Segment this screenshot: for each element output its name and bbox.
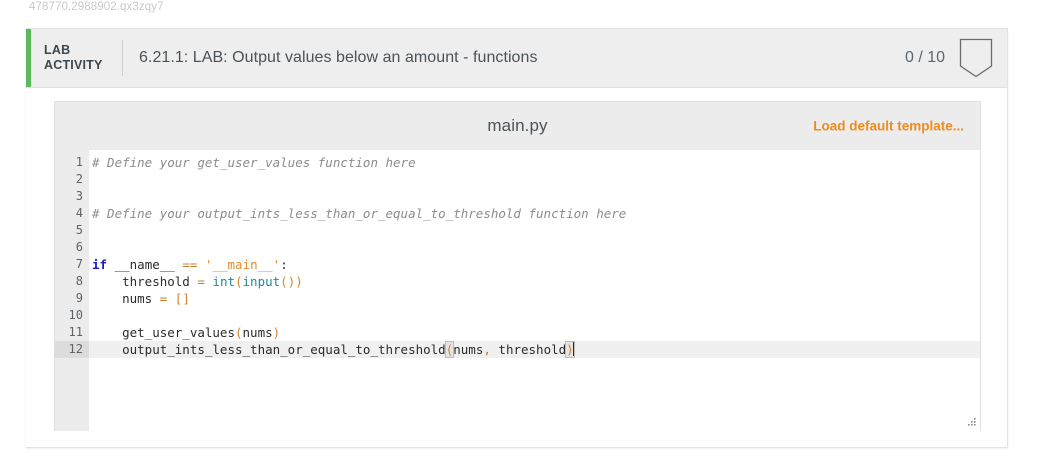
code-token: nums	[453, 342, 484, 357]
code-line-7[interactable]: if __name__ == '__main__':	[89, 256, 980, 273]
file-name-label: main.py	[487, 116, 548, 135]
code-token: )	[565, 341, 575, 358]
line-number-2: 2	[75, 172, 83, 186]
score-label: 0 / 10	[904, 49, 945, 66]
code-token	[167, 291, 175, 306]
code-token: '__main__'	[204, 257, 281, 272]
code-line-4[interactable]: # Define your output_ints_less_than_or_e…	[89, 205, 980, 222]
line-number-7: 7	[75, 257, 83, 271]
trophy-badge-icon[interactable]	[959, 38, 993, 78]
code-token: int	[212, 274, 235, 289]
code-token: )	[272, 325, 281, 340]
code-token: if	[92, 257, 108, 272]
lab-activity-tag-line2: ACTIVITY	[44, 58, 103, 72]
code-line-10[interactable]	[89, 307, 980, 324]
code-token: # Define your get_user_values function h…	[92, 155, 416, 170]
text-cursor	[572, 342, 574, 356]
code-token: nums	[242, 325, 273, 340]
page-title: 6.21.1: LAB: Output values below an amou…	[139, 49, 538, 66]
line-number-11: 11	[68, 325, 83, 339]
code-line-6[interactable]	[89, 239, 980, 256]
code-token: threshold	[490, 342, 567, 357]
code-line-1[interactable]: # Define your get_user_values function h…	[89, 154, 980, 171]
code-text-area[interactable]: # Define your get_user_values function h…	[89, 150, 980, 431]
code-token: nums	[92, 291, 160, 306]
code-line-12[interactable]: output_ints_less_than_or_equal_to_thresh…	[89, 341, 980, 358]
code-token: get_user_values	[92, 325, 235, 340]
watermark-text: 478770.2988902.qx3zqy7	[29, 1, 164, 13]
editor-file-bar: main.py Load default template...	[55, 102, 980, 150]
line-number-10: 10	[68, 308, 83, 322]
line-number-3: 3	[75, 189, 83, 203]
line-number-12: 12	[55, 341, 89, 358]
code-token: :	[280, 257, 288, 272]
lab-activity-card: LAB ACTIVITY 6.21.1: LAB: Output values …	[26, 28, 1008, 448]
code-token: (	[235, 325, 243, 340]
code-line-5[interactable]	[89, 222, 980, 239]
header-divider	[122, 40, 123, 76]
lab-activity-tag: LAB ACTIVITY	[44, 43, 122, 73]
line-number-6: 6	[75, 240, 83, 254]
code-token: =	[159, 291, 168, 306]
code-token: __name__	[107, 257, 183, 272]
line-number-9: 9	[75, 291, 83, 305]
code-token: []	[174, 291, 190, 306]
code-token: )	[295, 274, 303, 289]
line-number-4: 4	[75, 206, 83, 220]
code-token: ,	[483, 342, 491, 357]
load-default-template-link[interactable]: Load default template...	[813, 118, 964, 134]
resize-grip-icon[interactable]	[965, 416, 977, 428]
code-token: (	[444, 341, 455, 358]
code-token: input	[242, 274, 281, 289]
code-token: (	[235, 274, 243, 289]
lab-header: LAB ACTIVITY 6.21.1: LAB: Output values …	[26, 29, 1007, 88]
code-line-2[interactable]	[89, 171, 980, 188]
line-number-8: 8	[75, 274, 83, 288]
lab-activity-tag-line1: LAB	[44, 43, 71, 57]
code-line-9[interactable]: nums = []	[89, 290, 980, 307]
line-number-1: 1	[75, 155, 83, 169]
code-token	[197, 257, 205, 272]
code-line-3[interactable]	[89, 188, 980, 205]
code-token: output_ints_less_than_or_equal_to_thresh…	[92, 342, 446, 357]
code-line-11[interactable]: get_user_values(nums)	[89, 324, 980, 341]
code-line-8[interactable]: threshold = int(input())	[89, 273, 980, 290]
code-token: # Define your output_ints_less_than_or_e…	[92, 206, 627, 221]
code-token: =	[197, 274, 205, 289]
line-number-5: 5	[75, 223, 83, 237]
code-token: threshold	[92, 274, 198, 289]
header-right-group: 0 / 10	[905, 38, 1007, 78]
code-token: ()	[280, 274, 296, 289]
code-token: ==	[182, 257, 198, 272]
green-accent-bar	[26, 29, 31, 87]
